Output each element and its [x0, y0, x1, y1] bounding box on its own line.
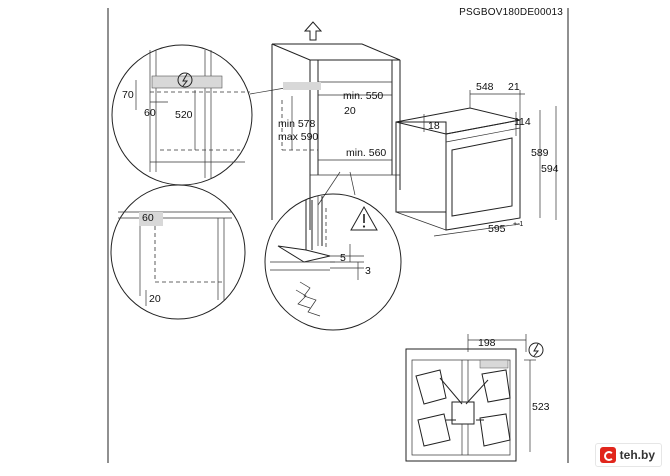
- dim-60-top: 60: [144, 107, 156, 119]
- dim-60-left: 60: [142, 212, 154, 224]
- leader-bottom-a: [317, 171, 341, 206]
- leader-top: [249, 87, 286, 95]
- dim-595-tolerance: +-1: [513, 221, 523, 228]
- dim-523: 523: [532, 401, 550, 413]
- lift-arrow-icon: [303, 21, 323, 41]
- dim-20-left: 20: [149, 293, 161, 305]
- dim-589: 589: [531, 147, 549, 159]
- dim-20-mid: 20: [344, 105, 356, 117]
- detail-circle-left: [110, 184, 246, 320]
- power-warning-icon: [177, 72, 193, 88]
- dim-3: 3: [365, 265, 371, 277]
- dim-21: 21: [508, 81, 520, 93]
- cabinet-outline: [271, 43, 401, 230]
- dim-198: 198: [478, 337, 496, 349]
- detail-circle-top: [111, 44, 253, 186]
- watermark-badge: teh.by: [594, 443, 662, 467]
- leader-bottom-b: [349, 171, 356, 196]
- teh-logo-icon: [599, 447, 616, 463]
- dim-548: 548: [476, 81, 494, 93]
- caution-icon: [350, 205, 378, 231]
- dim-min-578: min 578: [278, 118, 316, 130]
- dim-520: 520: [175, 109, 193, 121]
- dim-5: 5: [340, 252, 346, 264]
- document-code: PSGBOV180DE00013: [459, 7, 563, 18]
- dim-114: 114: [514, 116, 531, 128]
- power-warning-icon-hob: [528, 342, 544, 358]
- dim-max-590: max 590: [278, 131, 318, 143]
- watermark-text: teh.by: [619, 448, 655, 462]
- dim-18: 18: [428, 120, 440, 132]
- dim-595-line: [433, 223, 521, 237]
- oven-outline: [395, 107, 521, 231]
- dim-595: 595: [488, 223, 506, 235]
- hob-diagram: [405, 334, 536, 462]
- dim-594: 594: [541, 163, 559, 175]
- detail-circle-mount: [264, 193, 402, 331]
- dim-min-550: min. 550: [343, 90, 383, 102]
- dim-min-560: min. 560: [346, 147, 386, 159]
- dim-70: 70: [122, 89, 134, 101]
